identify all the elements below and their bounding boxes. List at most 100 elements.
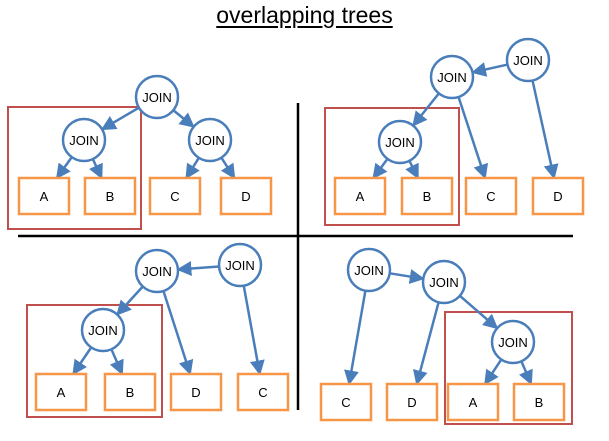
join-node: JOIN [421, 259, 467, 305]
leaf-label: B [423, 189, 432, 204]
join-node: JOIN [490, 319, 536, 365]
leaf-label: D [241, 189, 250, 204]
leaf-box [333, 176, 387, 216]
join-node: JOIN [217, 242, 263, 288]
join-node-circle [61, 117, 107, 163]
leaf-label: A [40, 189, 49, 204]
edge-j2-j3 [459, 294, 499, 330]
join-node-label: JOIN [69, 133, 99, 148]
leaf-c: C [319, 382, 373, 422]
edge-j2-j3 [116, 285, 144, 316]
join-node-label: JOIN [429, 275, 459, 290]
leaf-b: B [83, 176, 137, 216]
leaf-a: A [17, 176, 71, 216]
edge-j2-c [457, 96, 489, 180]
edge-j2-d [162, 290, 194, 376]
join-node-circle [80, 307, 126, 353]
leaf-box [512, 382, 566, 422]
join-node-label: JOIN [513, 53, 543, 68]
edge-j2-b [89, 158, 103, 180]
leaf-box [219, 176, 273, 216]
join-node: JOIN [61, 117, 107, 163]
edge-j3-b [518, 360, 533, 386]
edge-j3-a [483, 358, 503, 386]
leaf-d: D [169, 372, 223, 412]
leaf-label: C [486, 189, 495, 204]
leaf-label: A [57, 385, 66, 400]
join-node: JOIN [134, 74, 180, 120]
edge-j1-j2 [176, 261, 220, 276]
edge-j1-j2 [100, 106, 140, 131]
edge-j1-j3 [172, 109, 195, 128]
edge-j1-j2 [389, 269, 425, 284]
edge-j2-j3 [412, 92, 440, 127]
edge-j1-c [242, 285, 265, 376]
leaf-label: B [106, 189, 115, 204]
edge-j3-a [372, 158, 389, 180]
leaf-box [103, 372, 157, 412]
edge-j3-c [185, 157, 200, 180]
leaf-box [385, 382, 439, 422]
edge-j3-a [72, 346, 93, 376]
quadrant-bottom-left: JOIN JOIN JOIN A B D C [26, 242, 290, 418]
join-node-circle [377, 119, 423, 165]
join-node-circle [429, 54, 475, 100]
join-node-circle [217, 242, 263, 288]
leaf-label: D [553, 189, 562, 204]
join-node-label: JOIN [142, 264, 172, 279]
edge-j1-c [344, 290, 367, 386]
leaf-d: D [531, 176, 585, 216]
highlight-frame [324, 107, 460, 226]
leaf-label: B [535, 395, 544, 410]
leaf-a: A [333, 176, 387, 216]
join-node: JOIN [187, 117, 233, 163]
leaf-label: C [170, 189, 179, 204]
join-node: JOIN [80, 307, 126, 353]
edge-j1-d [531, 80, 559, 180]
leaf-a: A [34, 372, 88, 412]
join-node-circle [187, 117, 233, 163]
highlight-frame [7, 106, 142, 230]
leaf-box [446, 382, 500, 422]
highlight-frame [444, 311, 573, 425]
leaf-label: A [356, 189, 365, 204]
leaf-box [34, 372, 88, 412]
join-node: JOIN [429, 54, 475, 100]
leaf-a: A [446, 382, 500, 422]
leaf-c: C [236, 372, 290, 412]
join-node-label: JOIN [142, 90, 172, 105]
edge-j2-d [413, 301, 440, 386]
join-node-label: JOIN [385, 135, 415, 150]
leaf-box [400, 176, 454, 216]
leaf-b: B [512, 382, 566, 422]
join-node: JOIN [134, 248, 180, 294]
join-node-circle [134, 74, 180, 120]
leaf-c: C [148, 176, 202, 216]
leaf-label: C [258, 385, 267, 400]
join-node-circle [421, 259, 467, 305]
quadrant-top-left: JOIN JOIN JOIN A B C D [7, 74, 273, 230]
highlight-frame [26, 304, 163, 418]
join-node-circle [505, 37, 551, 83]
join-node-label: JOIN [498, 335, 528, 350]
leaf-b: B [103, 372, 157, 412]
leaf-box [169, 372, 223, 412]
diagram-title: overlapping trees [216, 2, 393, 28]
leaf-box [17, 176, 71, 216]
leaf-box [464, 176, 518, 216]
leaf-label: D [407, 395, 416, 410]
join-node-circle [134, 248, 180, 294]
leaf-box [148, 176, 202, 216]
edge-j3-b [109, 348, 124, 376]
edge-j3-b [405, 160, 420, 180]
leaf-label: B [126, 385, 135, 400]
leaf-label: C [341, 395, 350, 410]
quadrant-top-right: JOIN JOIN JOIN A B C D [324, 37, 585, 226]
leaf-b: B [400, 176, 454, 216]
leaf-box [83, 176, 137, 216]
join-node-label: JOIN [225, 258, 255, 273]
edge-j3-d [220, 156, 236, 180]
leaf-box [236, 372, 290, 412]
leaf-d: D [219, 176, 273, 216]
